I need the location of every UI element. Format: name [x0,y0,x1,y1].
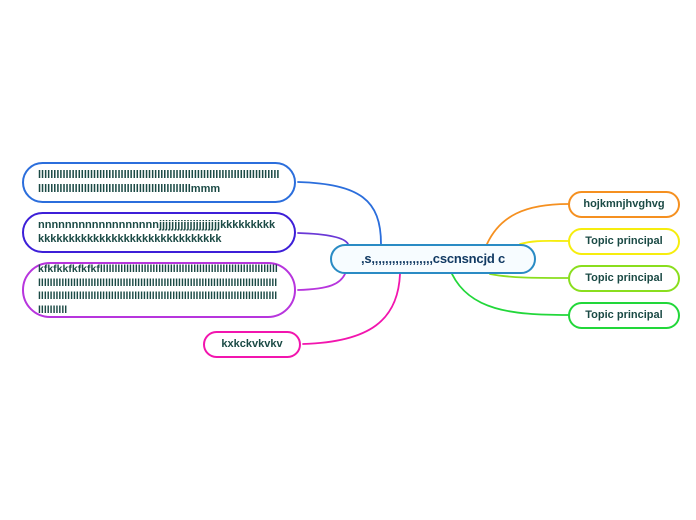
edge-center-to-r3 [489,273,569,279]
branch-node-r2-label: Topic principal [585,234,663,247]
branch-node-r3-label: Topic principal [585,271,663,284]
branch-node-l3[interactable]: kfkfkkfkfkfkflllllllllllllllllllllllllll… [22,262,296,318]
branch-node-l1-label: llllllllllllllllllllllllllllllllllllllll… [38,169,280,195]
branch-node-l2[interactable]: nnnnnnnnnnnnnnnnnnjjjjjjjjjjjjjjjjjjjjkk… [22,212,296,253]
edge-center-to-l4 [302,273,401,345]
branch-node-l4-label: kxkckvkvkv [221,337,283,350]
branch-node-l1[interactable]: llllllllllllllllllllllllllllllllllllllll… [22,162,296,203]
edge-center-to-l2 [297,232,349,245]
branch-node-l4[interactable]: kxkckvkvkv [203,331,301,358]
central-topic-label: ,s,,,,,,,,,,,,,,,,,,cscnsncjd c [360,251,506,267]
branch-node-r1[interactable]: hojkmnjhvghvg [568,191,680,218]
edge-center-to-l3 [297,273,346,291]
branch-node-r4-label: Topic principal [585,308,663,321]
branch-node-r2[interactable]: Topic principal [568,228,680,255]
branch-node-r4[interactable]: Topic principal [568,302,680,329]
branch-node-r1-label: hojkmnjhvghvg [583,197,665,210]
branch-node-r3[interactable]: Topic principal [568,265,680,292]
edge-center-to-r4 [451,273,569,316]
central-topic-node[interactable]: ,s,,,,,,,,,,,,,,,,,,cscnsncjd c [330,244,536,274]
branch-node-l2-label: nnnnnnnnnnnnnnnnnnjjjjjjjjjjjjjjjjjjjjkk… [38,219,276,245]
branch-node-l3-label: kfkfkkfkfkfkflllllllllllllllllllllllllll… [38,263,278,316]
edge-center-to-r2 [519,239,569,245]
edge-center-to-r1 [486,203,569,245]
edge-center-to-l1 [297,181,382,245]
